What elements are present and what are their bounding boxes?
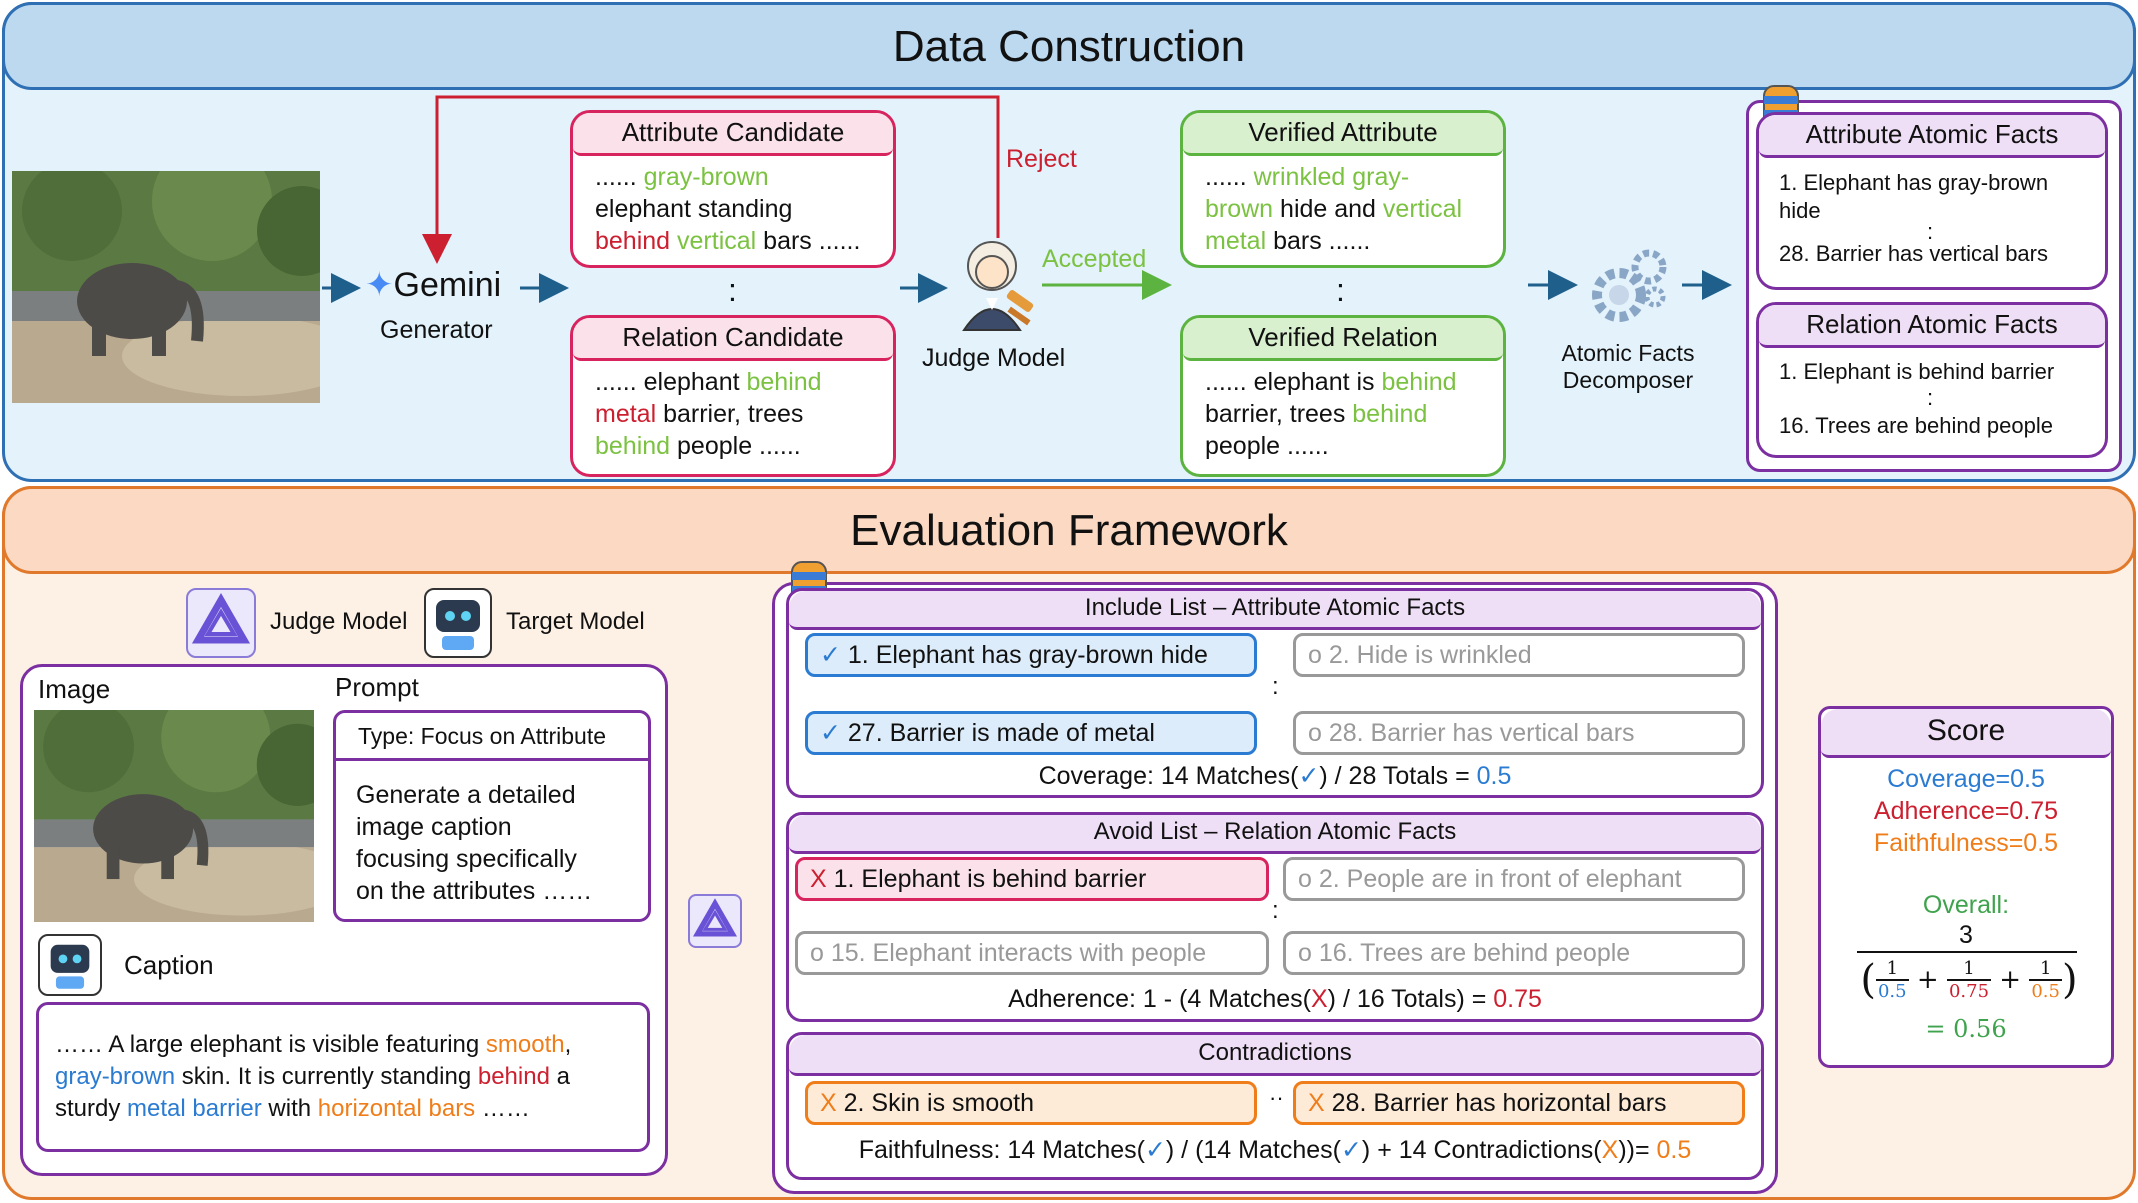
evaluation-framework-header: Evaluation Framework [2,486,2136,574]
caption-label: Caption [124,950,214,980]
faithfulness-formula: Faithfulness: 14 Matches(✓) / (14 Matche… [858,1136,1692,1164]
avoid-item-2: o 2. People are in front of elephant [1283,857,1745,901]
relation-facts-ellipsis: : [1927,385,1934,410]
avoid-item-1: X 1. Elephant is behind barrier [795,857,1269,901]
include-list-title: Include List – Attribute Atomic Facts [789,591,1761,630]
verified-attribute-text: ...... wrinkled gray- brown hide and ver… [1205,163,1463,255]
avoid-item-16: o 16. Trees are behind people [1283,931,1745,975]
score-faithfulness: Faithfulness=0.5 [1873,829,2059,857]
prompt-type: Type: Focus on Attribute [336,713,648,761]
include-item-2: o 2. Hide is wrinkled [1293,633,1745,677]
avoid-ellipsis: : [1272,897,1279,924]
verified-relation-title: Verified Relation [1183,318,1503,361]
avoid-list-title: Avoid List – Relation Atomic Facts [789,815,1761,854]
relation-atomic-facts-box: Relation Atomic Facts 1. Elephant is beh… [1756,302,2108,458]
caption-box: …… A large elephant is visible featuring… [36,1002,650,1152]
attribute-candidate-box: Attribute Candidate ...... gray-brown el… [570,110,896,268]
include-item-27: ✓ 27. Barrier is made of metal [805,711,1257,755]
data-construction-header: Data Construction [2,2,2136,90]
score-fraction-bar [1857,951,2077,953]
include-ellipsis: : [1272,673,1279,700]
judge-model-logo-small-icon [688,894,742,948]
score-title: Score [1821,709,2111,758]
relation-fact-16: 16. Trees are behind people [1779,413,2053,438]
attribute-candidate-title: Attribute Candidate [573,113,893,156]
arrow-reject [422,95,1000,264]
judge-model-logo-icon [186,588,256,658]
verified-attribute-box: Verified Attribute ...... wrinkled gray-… [1180,110,1506,268]
verified-ellipsis: : [1336,272,1345,308]
gears-icon [1585,245,1675,330]
verified-relation-text: ...... elephant is behind barrier, trees… [1205,368,1457,460]
verified-attribute-title: Verified Attribute [1183,113,1503,156]
caption-text: …… A large elephant is visible featuring… [55,1031,572,1122]
gemini-logo: ✦Gemini [365,266,502,304]
prompt-box: Type: Focus on Attribute Generate a deta… [333,710,651,922]
target-model-legend: Target Model [506,608,645,635]
contradiction-dots: ·· [1269,1085,1284,1110]
cross-icon: X [1308,1089,1325,1117]
judge-model-label: Judge Model [922,344,1066,372]
score-overall-label: Overall: [1922,891,2010,919]
avoid-list-box: Avoid List – Relation Atomic Facts X 1. … [786,812,1764,1022]
circle-icon: o [1308,719,1322,747]
robot-icon-caption [38,934,102,996]
candidate-ellipsis: : [728,272,737,308]
check-icon: ✓ [820,641,841,669]
include-item-28: o 28. Barrier has vertical bars [1293,711,1745,755]
score-coverage: Coverage=0.5 [1887,765,2045,793]
adherence-formula: Adherence: 1 - (4 Matches(X) / 16 Totals… [1008,985,1542,1013]
generator-label: Generator [380,316,493,344]
judge-model-legend: Judge Model [270,608,408,635]
contradictions-title: Contradictions [789,1035,1761,1076]
include-list-box: Include List – Attribute Atomic Facts ✓ … [786,588,1764,798]
prompt-label: Prompt [335,672,419,702]
circle-icon: o [1298,865,1312,893]
include-item-1: ✓ 1. Elephant has gray-brown hide [805,633,1257,677]
cross-icon: X [810,865,827,893]
judge-figure-icon [950,238,1040,333]
relation-candidate-box: Relation Candidate ...... elephant behin… [570,315,896,477]
relation-candidate-title: Relation Candidate [573,318,893,361]
reject-label: Reject [1006,145,1077,173]
attribute-candidate-text: ...... gray-brown elephant standing behi… [595,163,861,255]
score-adherence: Adherence=0.75 [1873,797,2059,825]
image-label: Image [38,674,111,704]
attribute-facts-ellipsis: : [1927,219,1934,244]
circle-icon: o [1308,641,1322,669]
verified-relation-box: Verified Relation ...... elephant is beh… [1180,315,1506,477]
attribute-atomic-facts-title: Attribute Atomic Facts [1759,115,2105,158]
avoid-item-15: o 15. Elephant interacts with people [795,931,1269,975]
relation-candidate-text: ...... elephant behind metal barrier, tr… [595,368,822,460]
gemini-star-icon: ✦ [365,266,394,304]
score-overall-value: = 0.56 [1925,1015,2007,1043]
accepted-label: Accepted [1042,245,1147,273]
check-icon: ✓ [820,719,841,747]
relation-fact-1: 1. Elephant is behind barrier [1779,359,2055,384]
contradiction-item-28: X 28. Barrier has horizontal bars [1293,1081,1745,1125]
score-numerator: 3 [1959,921,1973,949]
coverage-formula: Coverage: 14 Matches(✓) / 28 Totals = 0.… [1038,762,1512,790]
contradictions-box: Contradictions X 2. Skin is smooth ·· X … [786,1032,1764,1180]
circle-icon: o [1298,939,1312,967]
score-box: Score Coverage=0.5 Adherence=0.75 Faithf… [1818,706,2114,1068]
elephant-image [12,171,320,403]
attribute-atomic-facts-box: Attribute Atomic Facts 1. Elephant has g… [1756,112,2108,290]
circle-icon: o [810,939,824,967]
elephant-image-eval [34,710,314,922]
evaluation-framework-title: Evaluation Framework [850,506,1288,555]
contradiction-item-2: X 2. Skin is smooth [805,1081,1257,1125]
data-construction-title: Data Construction [892,22,1246,71]
relation-atomic-facts-title: Relation Atomic Facts [1759,305,2105,348]
cross-icon: X [820,1089,837,1117]
attribute-fact-28: 28. Barrier has vertical bars [1779,241,2048,266]
robot-icon [424,588,492,658]
